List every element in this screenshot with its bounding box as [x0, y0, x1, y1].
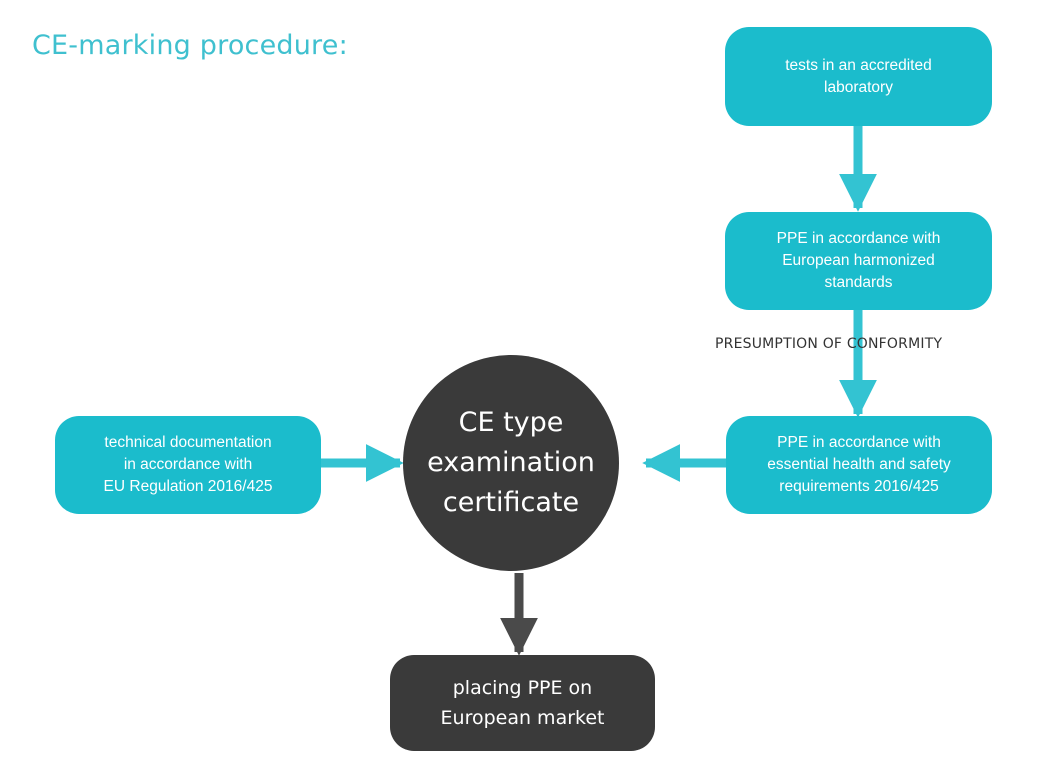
node-placing-market: placing PPE on European market [390, 655, 655, 751]
node-essential-requirements: PPE in accordance with essential health … [726, 416, 992, 514]
page-title: CE-marking procedure: [32, 30, 348, 61]
edge-label-presumption: PRESUMPTION OF CONFORMITY [715, 336, 943, 352]
node-ce-certificate: CE type examination certificate [403, 355, 619, 571]
node-harmonized-standards: PPE in accordance with European harmoniz… [725, 212, 992, 310]
node-tests-laboratory: tests in an accredited laboratory [725, 27, 992, 126]
node-technical-documentation: technical documentation in accordance wi… [55, 416, 321, 514]
